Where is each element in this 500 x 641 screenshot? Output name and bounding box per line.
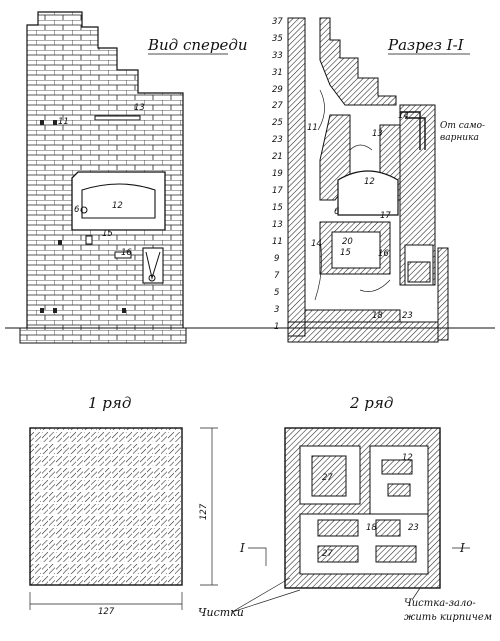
row-number: 13 xyxy=(272,220,283,230)
section-label-14b: 14 xyxy=(311,239,322,249)
section-label-11: 11 xyxy=(307,123,318,133)
row-number: 21 xyxy=(272,152,283,162)
row-number: 9 xyxy=(274,254,279,264)
front-view xyxy=(5,11,495,344)
cleanouts-label: Чистки xyxy=(198,606,244,619)
samovar-note-line1: От само- xyxy=(440,121,485,131)
row2-label-18: 18 xyxy=(366,523,377,533)
row-number: 23 xyxy=(272,135,283,145)
row-number: 27 xyxy=(272,101,283,111)
section-view xyxy=(287,17,449,343)
row2-label-27: 27 xyxy=(322,473,333,483)
section-label-16: 16 xyxy=(378,249,389,259)
row2-label-23: 23 xyxy=(408,523,419,533)
section-label-15: 15 xyxy=(340,248,351,258)
row1-width-dimension: 127 xyxy=(98,607,115,617)
row2-title: 2 ряд xyxy=(349,394,393,412)
front-label-13: 13 xyxy=(134,103,145,113)
row-number: 7 xyxy=(274,271,280,281)
front-label-6: 6 xyxy=(74,205,80,215)
front-label-12: 12 xyxy=(112,201,123,211)
row1-title: 1 ряд xyxy=(88,394,131,412)
row-number: 33 xyxy=(272,51,283,61)
row-number: 37 xyxy=(272,17,283,27)
section-label-6: 6 xyxy=(334,207,340,217)
section-row-scale: 37 35 33 31 29 27 25 23 21 19 17 15 13 1… xyxy=(272,17,283,332)
section-label-20: 20 xyxy=(342,237,353,247)
row-number: 29 xyxy=(272,85,283,95)
row-number: 5 xyxy=(274,288,279,298)
section-label-13: 13 xyxy=(372,129,383,139)
front-label-16: 16 xyxy=(121,248,132,258)
front-label-11: 11 xyxy=(58,117,69,127)
row-number: 15 xyxy=(272,203,283,213)
row-number: 35 xyxy=(272,34,283,44)
row-number: 31 xyxy=(272,68,283,78)
section-title: Разрез I-I xyxy=(387,36,465,54)
front-label-15: 15 xyxy=(102,229,113,239)
section-label-23: 23 xyxy=(402,311,413,321)
section-label-14: 14 xyxy=(398,111,409,121)
cleanout-note-line1: Чистка-зало- xyxy=(404,598,476,609)
section-marker-left: I xyxy=(239,541,245,555)
row1-depth-dimension: 127 xyxy=(199,503,209,520)
row-number: 1 xyxy=(274,322,279,332)
row-number: 3 xyxy=(274,305,279,315)
row-number: 17 xyxy=(272,186,283,196)
section-label-12: 12 xyxy=(364,177,375,187)
front-view-title: Вид спереди xyxy=(147,36,248,54)
row2-label-27b: 27 xyxy=(322,549,333,559)
row-number: 19 xyxy=(272,169,283,179)
section-label-18: 18 xyxy=(372,311,383,321)
row2-label-12: 12 xyxy=(402,453,413,463)
row1-plan xyxy=(29,427,183,586)
cleanout-note-line2: жить кирпичем xyxy=(404,612,492,623)
row-number: 11 xyxy=(272,237,283,247)
row-number: 25 xyxy=(272,118,283,128)
samovar-note-line2: варника xyxy=(440,133,479,143)
row2-plan xyxy=(284,427,441,589)
section-label-17: 17 xyxy=(380,211,391,221)
